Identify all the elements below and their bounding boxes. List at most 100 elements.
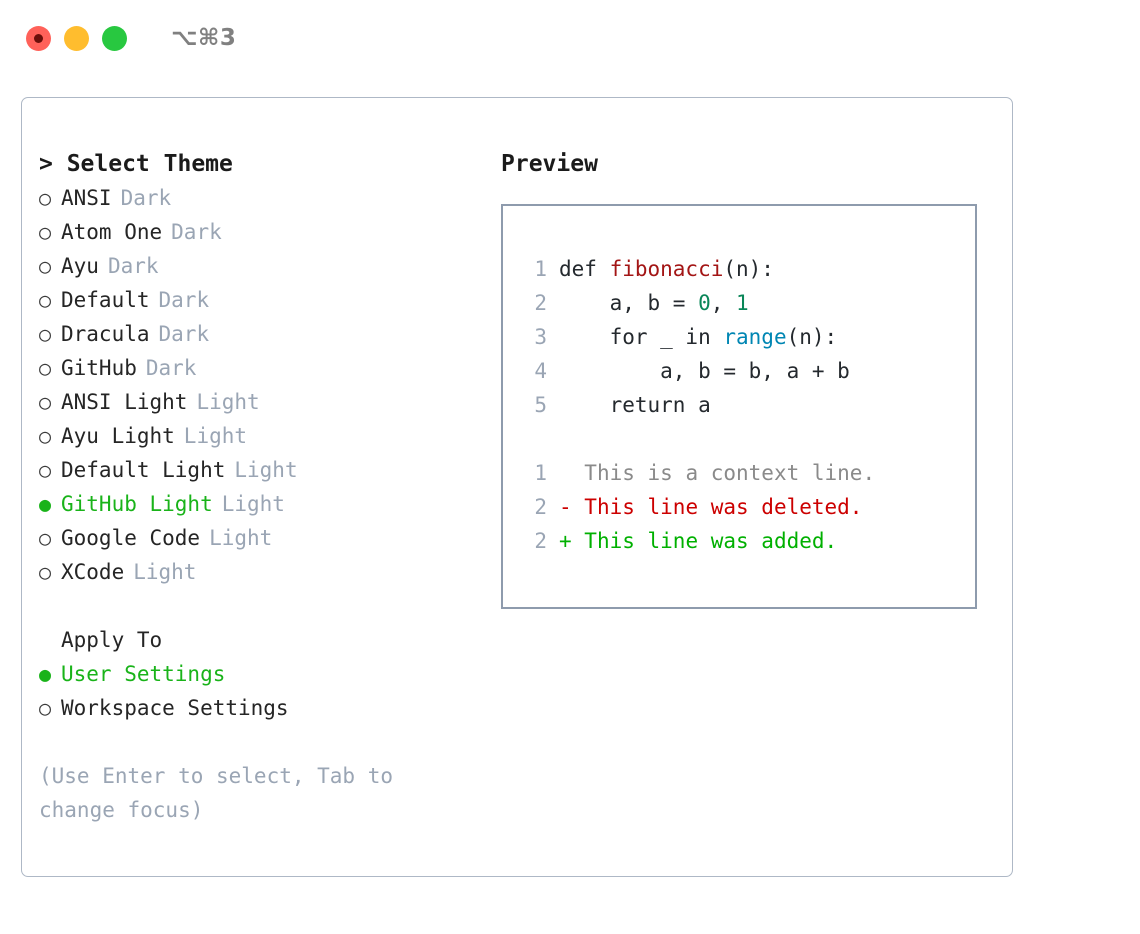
theme-variant-tag: Dark bbox=[158, 322, 210, 346]
theme-variant-tag: Dark bbox=[171, 220, 222, 244]
code-token-plain: a, b = b, a + b bbox=[559, 359, 850, 383]
radio-unselected-icon: ○ bbox=[39, 322, 52, 346]
diff-sample: 1 This is a context line.2- This line wa… bbox=[525, 456, 975, 558]
code-line-text: def fibonacci(n): bbox=[559, 252, 774, 286]
code-line: 2 a, b = 0, 1 bbox=[525, 286, 975, 320]
code-token-plain: return a bbox=[559, 393, 711, 417]
title-bar: ⌥⌘3 bbox=[0, 0, 1140, 76]
close-window-button[interactable] bbox=[26, 25, 51, 51]
theme-variant-tag: Light bbox=[221, 492, 285, 516]
theme-name: ANSI Light bbox=[61, 390, 188, 414]
diff-sign: - bbox=[559, 495, 585, 519]
theme-row[interactable]: ○ Ayu Dark bbox=[39, 249, 499, 283]
apply-to-name: Workspace Settings bbox=[61, 696, 289, 720]
theme-name: GitHub Light bbox=[61, 492, 213, 516]
theme-variant-tag: Light bbox=[234, 458, 298, 482]
traffic-light-buttons bbox=[26, 25, 127, 51]
code-token-plain: for _ in bbox=[559, 325, 724, 349]
theme-row[interactable]: ○ Ayu Light Light bbox=[39, 419, 499, 453]
theme-row[interactable]: ○ XCode Light bbox=[39, 555, 499, 589]
theme-name: Dracula bbox=[61, 322, 150, 346]
theme-variant-tag: Dark bbox=[120, 186, 172, 210]
radio-unselected-icon: ○ bbox=[39, 526, 52, 550]
theme-name: Atom One bbox=[61, 220, 163, 244]
radio-unselected-icon: ○ bbox=[39, 560, 52, 584]
diff-sign bbox=[559, 456, 584, 490]
diff-line: 1 This is a context line. bbox=[525, 456, 975, 490]
code-token-fn: fibonacci bbox=[609, 257, 724, 281]
theme-name: Default bbox=[61, 288, 150, 312]
diff-line-text: This line was deleted. bbox=[584, 495, 863, 519]
theme-row[interactable]: ○ Atom One Dark bbox=[39, 215, 499, 249]
theme-variant-tag: Light bbox=[183, 424, 248, 448]
radio-unselected-icon: ○ bbox=[39, 288, 52, 312]
theme-row[interactable]: ○ Default Dark bbox=[39, 283, 499, 317]
code-line-number: 2 bbox=[534, 291, 547, 315]
diff-line-number: 2 bbox=[534, 529, 547, 553]
code-line: 4 a, b = b, a + b bbox=[525, 354, 975, 388]
theme-row[interactable]: ○ ANSI Dark bbox=[39, 181, 499, 215]
keyboard-shortcut-label: ⌥⌘3 bbox=[171, 25, 237, 51]
code-diff-spacer bbox=[525, 422, 975, 456]
hint-line-1: (Use Enter to select, Tab to bbox=[39, 764, 394, 788]
code-line: 3 for _ in range(n): bbox=[525, 320, 975, 354]
theme-variant-tag: Dark bbox=[158, 288, 210, 312]
radio-unselected-icon: ○ bbox=[39, 696, 52, 720]
diff-line-number: 1 bbox=[534, 461, 547, 485]
code-line-text: a, b = 0, 1 bbox=[559, 286, 749, 320]
apply-to-row[interactable]: ●User Settings bbox=[39, 657, 499, 691]
theme-name: ANSI bbox=[61, 186, 112, 210]
code-line: 5 return a bbox=[525, 388, 975, 422]
diff-sign: + bbox=[559, 529, 585, 553]
theme-name: XCode bbox=[61, 560, 125, 584]
code-token-kw: def bbox=[559, 257, 610, 281]
code-line-number: 4 bbox=[534, 359, 547, 383]
theme-name: Ayu bbox=[61, 254, 99, 278]
apply-to-section: Apply To ●User Settings ○ Workspace Settin… bbox=[39, 623, 499, 725]
code-token-num: 1 bbox=[736, 291, 749, 315]
theme-name: GitHub bbox=[61, 356, 137, 380]
code-token-plain: , bbox=[710, 291, 737, 315]
radio-unselected-icon: ○ bbox=[39, 254, 52, 278]
preview-heading: Preview bbox=[501, 151, 598, 177]
diff-line: 2- This line was deleted. bbox=[525, 490, 975, 524]
theme-variant-tag: Light bbox=[133, 560, 197, 584]
minimize-window-button[interactable] bbox=[64, 25, 89, 51]
diff-line-number: 2 bbox=[534, 495, 547, 519]
code-token-plain: (n): bbox=[723, 257, 774, 281]
apply-to-options[interactable]: ●User Settings ○ Workspace Settings bbox=[39, 657, 499, 725]
theme-name: Ayu Light bbox=[61, 424, 175, 448]
code-token-plain: a, b = bbox=[559, 291, 699, 315]
code-token-num: 0 bbox=[698, 291, 711, 315]
radio-unselected-icon: ○ bbox=[39, 186, 52, 210]
radio-unselected-icon: ○ bbox=[39, 424, 52, 448]
code-line-text: return a bbox=[559, 388, 711, 422]
radio-unselected-icon: ○ bbox=[39, 220, 52, 244]
apply-to-name: User Settings bbox=[61, 662, 226, 686]
code-token-plain: (n): bbox=[786, 325, 838, 349]
keyboard-hint: (Use Enter to select, Tab to change focu… bbox=[39, 759, 439, 827]
theme-name: Google Code bbox=[61, 526, 201, 550]
diff-line-text: This is a context line. bbox=[584, 461, 876, 485]
apply-to-row[interactable]: ○ Workspace Settings bbox=[39, 691, 499, 725]
theme-variant-tag: Dark bbox=[107, 254, 159, 278]
theme-row[interactable]: ○ Dracula Dark bbox=[39, 317, 499, 351]
maximize-window-button[interactable] bbox=[102, 25, 127, 51]
radio-selected-icon: ● bbox=[39, 492, 52, 516]
theme-row[interactable]: ● GitHub Light Light bbox=[39, 487, 499, 521]
apply-to-label: Apply To bbox=[61, 628, 163, 652]
code-line-number: 5 bbox=[534, 393, 547, 417]
theme-name: Default Light bbox=[61, 458, 226, 482]
